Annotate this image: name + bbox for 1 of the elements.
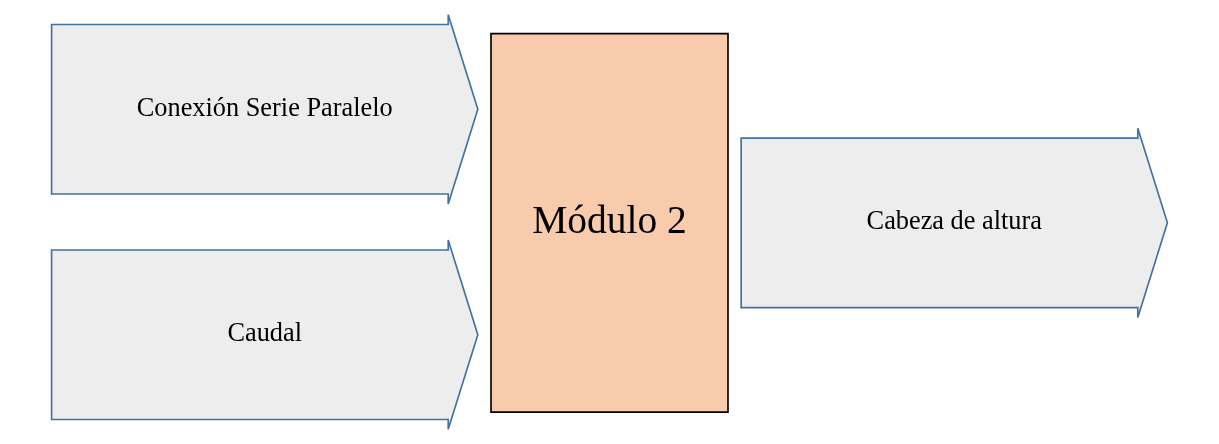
node-box: Módulo 2 <box>490 32 729 413</box>
